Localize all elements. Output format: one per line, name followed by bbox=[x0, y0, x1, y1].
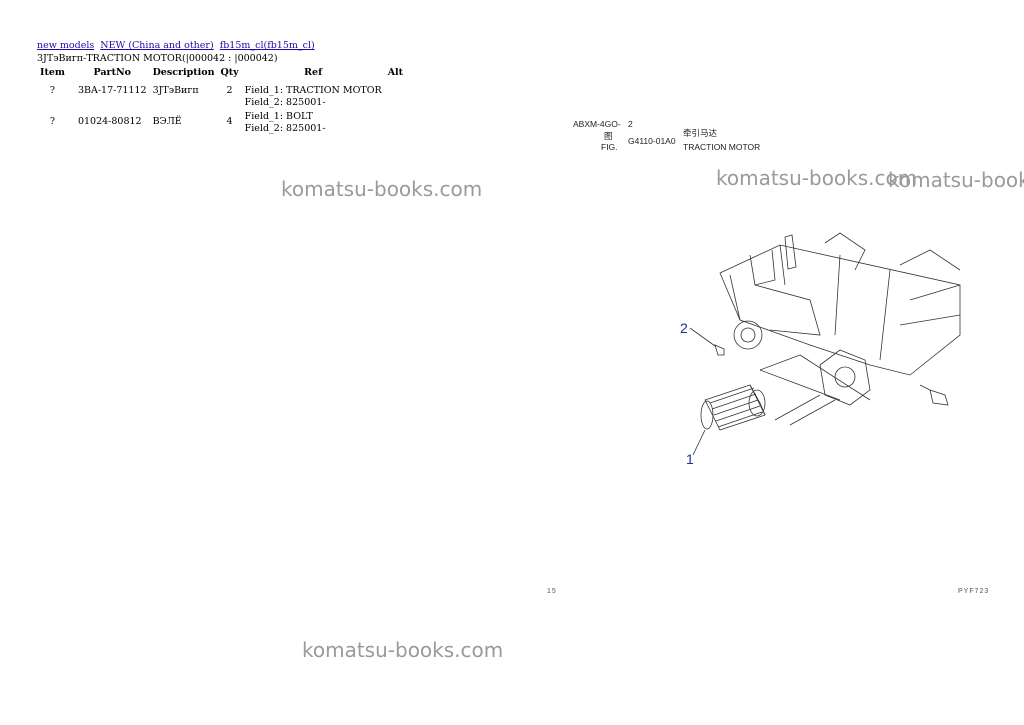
cell-description: 3JTэВигп bbox=[152, 85, 199, 96]
callout-1: 1 bbox=[686, 451, 694, 467]
page-subtitle: 3JTэВигп-TRACTION MOTOR(|000042 : |00004… bbox=[37, 53, 278, 64]
table-row: ? 01024-80812 BЭЛЁ 4 Field_1: BOLT Field… bbox=[37, 110, 406, 136]
figure-number: G4110-01A0 bbox=[628, 136, 676, 146]
breadcrumb-link-model[interactable]: fb15m_cl(fb15m_cl) bbox=[219, 40, 315, 51]
cell-qty: 4 bbox=[226, 116, 233, 127]
cell-alt bbox=[385, 84, 406, 110]
cell-item: ? bbox=[49, 85, 56, 96]
callout-2: 2 bbox=[680, 320, 688, 336]
cell-ref: Field_1: BOLT Field_2: 825001- bbox=[242, 110, 385, 136]
watermark: komatsu-books.com bbox=[281, 177, 483, 201]
breadcrumb: new models NEW (China and other) fb15m_c… bbox=[37, 40, 318, 51]
table-header-row: Item PartNo Description Qty Ref Alt bbox=[37, 66, 406, 84]
watermark: komatsu-books.com bbox=[888, 168, 1024, 192]
figure-title-cn: 牵引马达 bbox=[683, 128, 718, 138]
ref-field-2: Field_2: 825001- bbox=[244, 97, 326, 108]
header-description: Description bbox=[152, 67, 215, 78]
header-item: Item bbox=[40, 67, 65, 78]
page-number-left: 15 bbox=[547, 588, 557, 595]
exploded-parts-diagram bbox=[689, 232, 961, 456]
breadcrumb-link-new-china[interactable]: NEW (China and other) bbox=[100, 40, 214, 51]
header-alt: Alt bbox=[387, 67, 404, 78]
header-partno: PartNo bbox=[93, 67, 131, 78]
figure-model: ABXM-4GO- bbox=[573, 119, 621, 129]
table-row: ? 3BA-17-71112 3JTэВигп 2 Field_1: TRACT… bbox=[37, 84, 406, 110]
header-ref: Ref bbox=[304, 67, 323, 78]
cell-ref: Field_1: TRACTION MOTOR Field_2: 825001- bbox=[242, 84, 385, 110]
figure-sheet: 2 bbox=[628, 119, 633, 129]
figure-fig-label: FIG. bbox=[601, 142, 618, 152]
cell-description: BЭЛЁ bbox=[152, 116, 182, 127]
watermark: komatsu-books.com bbox=[302, 638, 504, 662]
figure-title-en: TRACTION MOTOR bbox=[683, 142, 761, 152]
ref-field-1: Field_1: BOLT bbox=[244, 111, 313, 122]
page-number-right: PYF723 bbox=[958, 588, 990, 595]
cell-partno: 3BA-17-71112 bbox=[77, 85, 147, 96]
cell-partno: 01024-80812 bbox=[77, 116, 142, 127]
parts-table: Item PartNo Description Qty Ref Alt ? 3B… bbox=[37, 66, 406, 136]
cell-alt bbox=[385, 110, 406, 136]
ref-field-2: Field_2: 825001- bbox=[244, 123, 326, 134]
figure-model-sub: 图 bbox=[604, 131, 613, 141]
breadcrumb-link-new-models[interactable]: new models bbox=[37, 40, 95, 51]
watermark: komatsu-books.com bbox=[716, 166, 918, 190]
ref-field-1: Field_1: TRACTION MOTOR bbox=[244, 85, 382, 96]
header-qty: Qty bbox=[220, 67, 239, 78]
cell-qty: 2 bbox=[226, 85, 233, 96]
cell-item: ? bbox=[49, 116, 56, 127]
